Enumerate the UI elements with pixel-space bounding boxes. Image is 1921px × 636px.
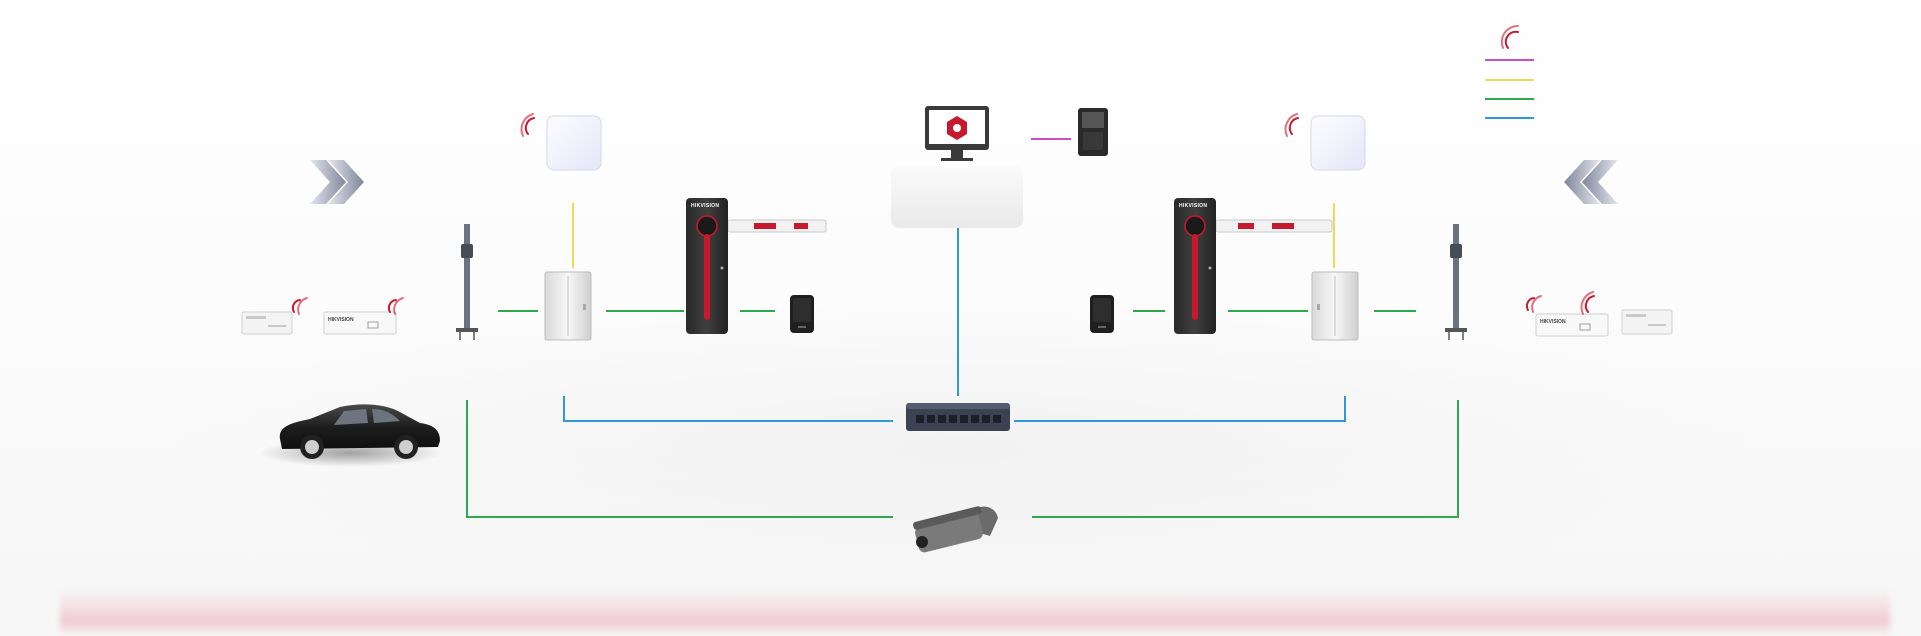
barrier-gate-icon: HIKVISION bbox=[1174, 198, 1333, 334]
bullet-camera-icon bbox=[913, 506, 998, 553]
barrier-gate-icon: HIKVISION bbox=[686, 198, 827, 334]
rfid-card-icon bbox=[1580, 291, 1673, 335]
blue-link-switch-right bbox=[1014, 396, 1346, 422]
loop-detector-pole-icon bbox=[1445, 224, 1467, 340]
entry-direction-chevron-icon bbox=[310, 160, 364, 204]
barrier-logo-left: HIKVISION bbox=[691, 203, 719, 209]
blue-link-switch-left bbox=[563, 396, 893, 422]
enrollment-reader-icon bbox=[1078, 108, 1108, 156]
rfid-card-icon bbox=[241, 297, 308, 335]
loop-detector-pole-icon bbox=[456, 224, 478, 340]
connection-lines bbox=[466, 59, 1534, 518]
card-reader-icon bbox=[790, 295, 814, 333]
control-cabinet-icon bbox=[544, 271, 592, 341]
management-monitor-icon bbox=[925, 106, 989, 161]
network-switch-icon bbox=[906, 403, 1010, 431]
terminal-logo-left: HIKVISION bbox=[328, 317, 354, 323]
terminal-logo-right: HIKVISION bbox=[1540, 319, 1566, 325]
car-icon bbox=[258, 404, 442, 467]
rfid-reader-panel-icon bbox=[1284, 113, 1366, 171]
management-platform bbox=[891, 106, 1023, 228]
control-cabinet-icon bbox=[1311, 271, 1359, 341]
rfid-reader-panel-icon bbox=[520, 113, 602, 171]
green-link-camera-left bbox=[466, 400, 893, 518]
signal-wave-icon bbox=[1500, 24, 1519, 49]
desktop-card-enrollment-icon: HIKVISION bbox=[1525, 295, 1609, 337]
exit-direction-chevron-icon bbox=[1564, 160, 1618, 204]
road-stripe bbox=[60, 588, 1890, 636]
green-link-camera-right bbox=[1032, 400, 1459, 518]
desktop-card-enrollment-icon: HIKVISION bbox=[323, 297, 404, 335]
barrier-logo-right: HIKVISION bbox=[1179, 203, 1207, 209]
card-reader-icon bbox=[1090, 295, 1114, 333]
